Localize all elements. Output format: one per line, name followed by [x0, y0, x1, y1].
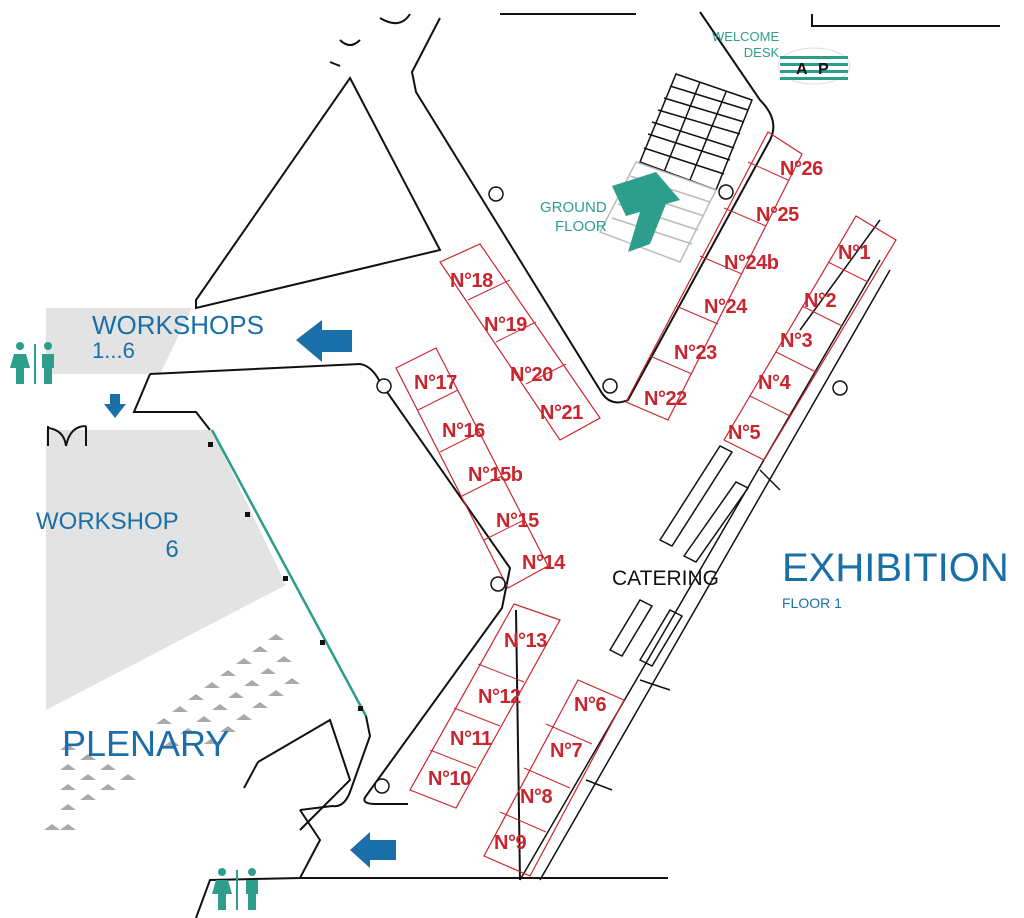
workshops-line1: WORKSHOPS	[92, 310, 264, 340]
booth-12[interactable]: N°12	[478, 686, 521, 708]
booth-15[interactable]: N°15	[496, 510, 539, 532]
booth-outlines	[395, 131, 897, 877]
booth-5[interactable]: N°5	[728, 422, 761, 444]
booth-20[interactable]: N°20	[510, 364, 553, 386]
walls	[132, 11, 1000, 918]
exhibition-label: EXHIBITION	[782, 546, 1009, 590]
workshop6-line1: WORKSHOP	[36, 508, 179, 535]
down-arrow-icon	[104, 394, 126, 418]
booth-13[interactable]: N°13	[504, 630, 547, 652]
restroom-icon	[10, 342, 54, 384]
catering-label: CATERING	[612, 567, 719, 590]
booth-16[interactable]: N°16	[442, 420, 485, 442]
plenary-wall-teal	[210, 429, 368, 717]
asp-logo-icon: A P	[777, 47, 851, 85]
booth-15b[interactable]: N°15b	[468, 464, 523, 486]
booth-22[interactable]: N°22	[644, 388, 687, 410]
workshops-arrow-icon	[296, 320, 352, 362]
workshops-label: WORKSHOPS 1...6	[92, 312, 264, 362]
booth-11[interactable]: N°11	[450, 728, 492, 750]
workshop6-line2: 6	[165, 536, 179, 563]
elevator-icon	[47, 425, 87, 447]
booth-4[interactable]: N°4	[758, 372, 791, 394]
stairs	[639, 73, 753, 191]
booth-8[interactable]: N°8	[520, 786, 553, 808]
welcome-desk-label: WELCOME DESK	[712, 30, 779, 59]
booth-dividers	[417, 161, 869, 833]
booth-26[interactable]: N°26	[780, 158, 823, 180]
booth-6[interactable]: N°6	[574, 694, 607, 716]
booth-3[interactable]: N°3	[780, 330, 813, 352]
ground-floor-arrow-icon	[612, 172, 680, 252]
booth-24b[interactable]: N°24b	[724, 252, 779, 274]
workshops-line2: 1...6	[92, 338, 135, 363]
ground-floor-line1: GROUND	[540, 199, 607, 216]
booth-10[interactable]: N°10	[428, 768, 471, 790]
ground-floor-label: GROUND FLOOR	[540, 200, 607, 234]
booth-14[interactable]: N°14	[522, 552, 565, 574]
booth-25[interactable]: N°25	[756, 204, 799, 226]
svg-text:P: P	[818, 61, 829, 78]
booth-17[interactable]: N°17	[414, 372, 457, 394]
booth-2[interactable]: N°2	[804, 290, 837, 312]
wall-marks	[208, 442, 363, 711]
welcome-desk-line2: DESK	[743, 45, 780, 60]
restroom-icon-bottom	[212, 868, 258, 910]
workshops-room	[46, 308, 192, 374]
plenary-seating	[44, 634, 300, 830]
workshop6-room	[46, 430, 286, 710]
booth-24[interactable]: N°24	[704, 296, 747, 318]
ground-floor-line2: FLOOR	[554, 218, 607, 235]
welcome-desk-line1: WELCOME	[712, 29, 780, 44]
booth-19[interactable]: N°19	[484, 314, 527, 336]
svg-text:A: A	[796, 61, 808, 78]
booth-18[interactable]: N°18	[450, 270, 493, 292]
booth-7[interactable]: N°7	[550, 740, 583, 762]
booth-21[interactable]: N°21	[540, 402, 583, 424]
plenary-exit-arrow-icon	[350, 832, 396, 868]
booth-1[interactable]: N°1	[838, 242, 871, 264]
pillar-icons	[374, 184, 848, 794]
booth-9[interactable]: N°9	[494, 832, 527, 854]
exhibition-floor-label: FLOOR 1	[782, 595, 842, 611]
plenary-label: PLENARY	[62, 723, 230, 764]
booth-23[interactable]: N°23	[674, 342, 717, 364]
workshop6-label: WORKSHOP 6	[36, 510, 179, 562]
